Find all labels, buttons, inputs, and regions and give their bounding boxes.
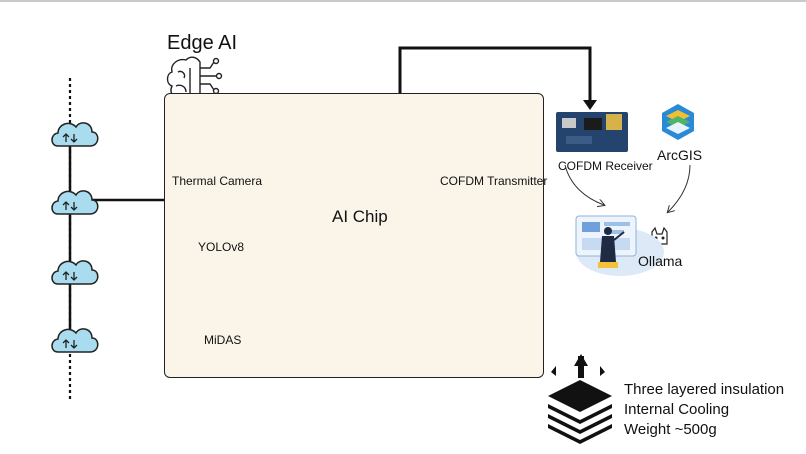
spec-insulation: Three layered insulation <box>624 381 785 398</box>
arcgis-to-dashboard-arrow <box>668 164 691 212</box>
network-cloud-icon <box>51 260 99 285</box>
arcgis-label: ArcGIS <box>657 147 703 163</box>
thermal-camera-label: Thermal Camera <box>172 174 263 188</box>
cofdm-receiver-label: COFDM Receiver <box>558 159 653 173</box>
arcgis-logo-icon <box>662 104 694 140</box>
top-border <box>0 0 806 2</box>
yolo-label: YOLOv8 <box>198 240 245 254</box>
spec-weight: Weight ~500g <box>624 421 717 438</box>
edge-ai-title: Edge AI <box>167 32 238 54</box>
cofdm-receiver-board-image <box>556 112 628 152</box>
insulation-layers-icon <box>548 354 612 444</box>
network-cloud-icon <box>51 122 99 147</box>
edge-ai-module-panel <box>164 93 544 378</box>
dashboard-user-illustration <box>575 215 664 276</box>
network-cloud-icon <box>51 190 99 215</box>
transmitter-to-receiver-link <box>398 46 592 104</box>
network-cloud-icon <box>51 328 99 353</box>
cofdm-transmitter-label: COFDM Transmitter <box>440 174 548 188</box>
ollama-label: Ollama <box>638 253 683 269</box>
midas-label: MiDAS <box>204 333 242 347</box>
ai-chip-label: AI Chip <box>332 207 388 226</box>
specs-list: Three layered insulation Internal Coolin… <box>624 380 784 440</box>
spec-cooling: Internal Cooling <box>624 401 730 418</box>
receiver-to-dashboard-arrow <box>564 164 604 205</box>
receiver-arrowhead <box>583 100 597 110</box>
